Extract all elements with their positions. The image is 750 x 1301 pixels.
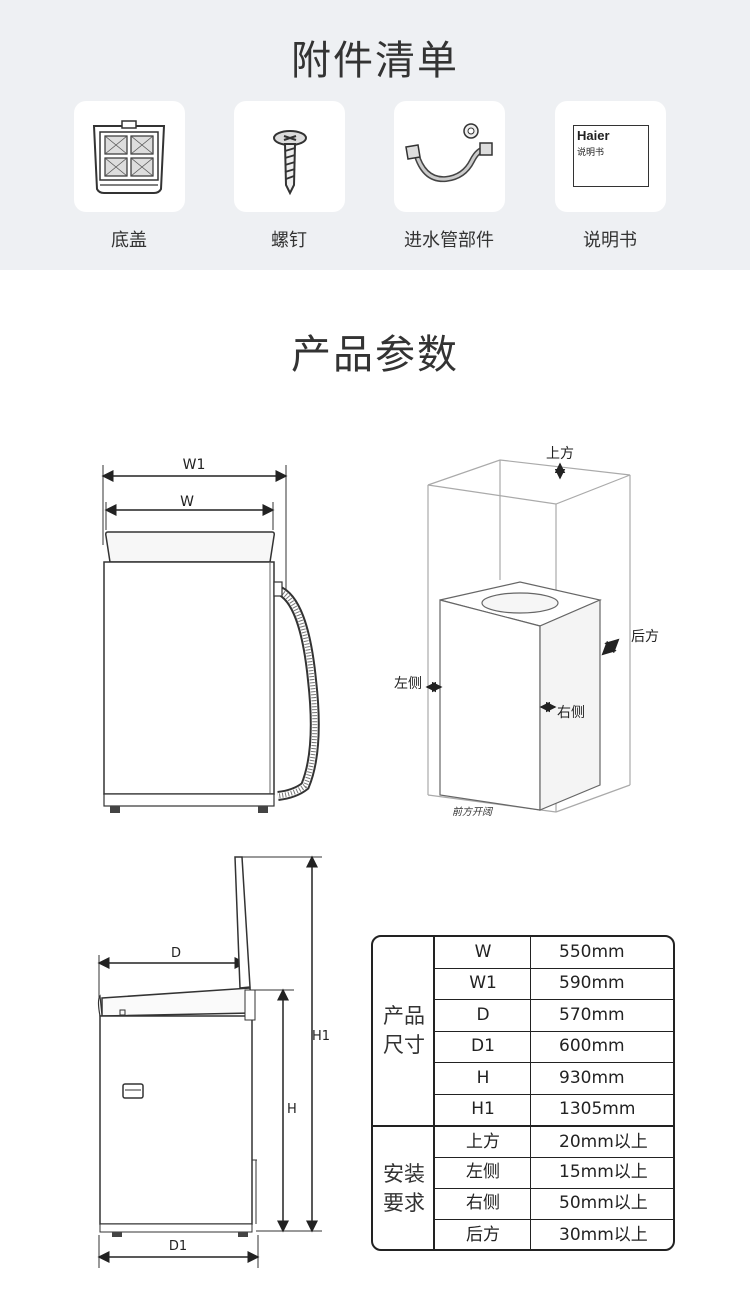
screw-icon <box>273 130 307 196</box>
accessories-title: 附件清单 <box>291 38 459 84</box>
bottom-cover-icon <box>92 120 166 194</box>
accessory-label-screw: 螺钉 <box>271 230 307 251</box>
clearance-left-label: 左侧 <box>394 676 422 692</box>
clearance-back-label: 后方 <box>631 629 659 645</box>
spec-group-product-size: 产品尺寸 <box>383 1004 425 1057</box>
front-open-label: 前方开阔 <box>452 806 494 818</box>
accessory-card-hose <box>394 101 505 212</box>
h-label: H <box>287 1102 297 1117</box>
clearance-right-label: 右侧 <box>557 705 585 721</box>
inlet-hose-icon <box>405 123 493 183</box>
h1-label: H1 <box>312 1029 330 1044</box>
accessory-label-manual: 说明书 <box>583 230 637 251</box>
accessory-card-bottom-cover <box>74 101 185 212</box>
params-title: 产品参数 <box>291 332 459 378</box>
accessory-card-manual: Haier 说明书 <box>555 101 666 212</box>
installation-clearance-diagram: 上方 后方 左侧 右侧 前方开阔 <box>394 446 659 818</box>
accessory-card-screw <box>234 101 345 212</box>
accessory-label-hose: 进水管部件 <box>404 230 494 251</box>
manual-text: 说明书 <box>577 148 605 158</box>
side-view-diagram: D D1 H H1 <box>97 855 330 1268</box>
d-label: D <box>171 946 181 961</box>
clearance-top-label: 上方 <box>546 446 574 462</box>
w1-label: W1 <box>183 457 206 473</box>
spec-group-install-requirement: 安装要求 <box>383 1162 425 1215</box>
accessory-label-bottom-cover: 底盖 <box>111 230 147 251</box>
manual-icon: Haier 说明书 <box>573 125 649 187</box>
w-label: W <box>180 494 194 510</box>
front-view-diagram: W1 W <box>101 457 320 813</box>
d1-label: D1 <box>169 1239 187 1254</box>
manual-brand: Haier <box>577 128 610 143</box>
